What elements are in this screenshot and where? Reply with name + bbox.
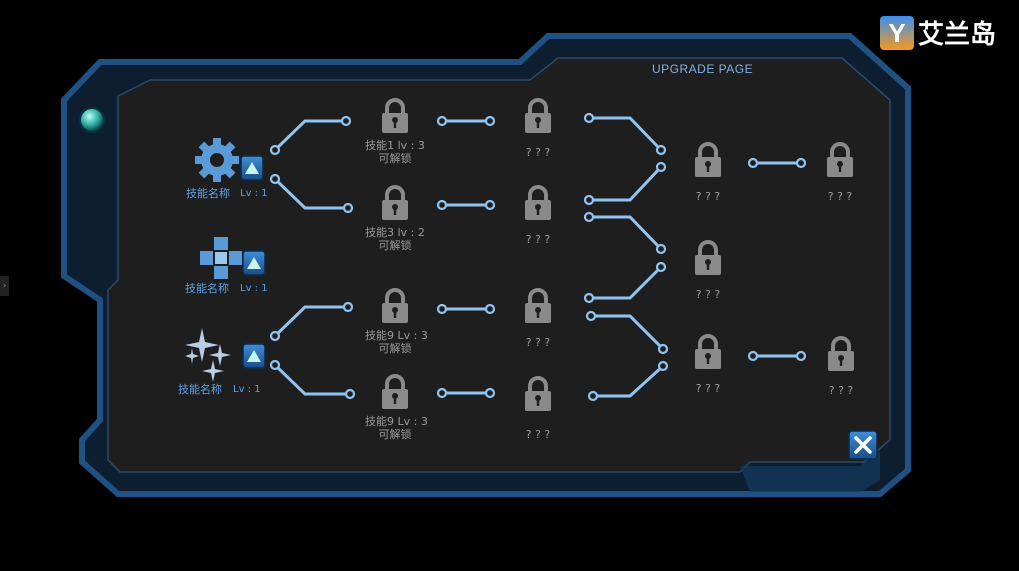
lock-icon[interactable] xyxy=(525,185,551,220)
lock-col2-3-label: ? ? ? xyxy=(525,336,551,349)
lock-icon[interactable] xyxy=(695,142,721,177)
lock-col1-2-status: 可解锁 xyxy=(378,239,412,252)
lock-col1-4-requirement: 技能9 Lv : 3 xyxy=(365,415,428,428)
lock-icon[interactable] xyxy=(382,185,408,220)
lock-col2-4-label: ? ? ? xyxy=(525,428,551,441)
skill-2-level: Lv : 1 xyxy=(240,283,268,294)
lock-col2-2-label: ? ? ? xyxy=(525,233,551,246)
lock-icon[interactable] xyxy=(382,98,408,133)
arrow-up-icon xyxy=(245,162,259,174)
lock-col1-1-requirement: 技能1 lv : 3 xyxy=(365,139,425,152)
page-title: UPGRADE PAGE xyxy=(652,62,754,76)
watermark-logo-icon: Y xyxy=(880,16,914,50)
lock-icon[interactable] xyxy=(382,374,408,409)
lock-col3-3-label: ? ? ? xyxy=(695,382,721,395)
lock-icon[interactable] xyxy=(828,336,854,371)
skill-3-name: 技能名称 xyxy=(178,383,222,396)
lock-col1-4-status: 可解锁 xyxy=(378,428,412,441)
lock-col1-2-requirement: 技能3 lv : 2 xyxy=(365,226,425,239)
skill-tree-connectors xyxy=(273,116,803,398)
lock-icon[interactable] xyxy=(695,240,721,275)
skill-1-name: 技能名称 xyxy=(186,187,230,200)
lock-icon[interactable] xyxy=(525,288,551,323)
sparkle-icon[interactable] xyxy=(185,328,231,382)
skill-2-name: 技能名称 xyxy=(185,282,229,295)
skill-3-level: Lv : 1 xyxy=(233,384,261,395)
lock-icon[interactable] xyxy=(827,142,853,177)
lock-col1-3-status: 可解锁 xyxy=(378,342,412,355)
lock-col2-1-label: ? ? ? xyxy=(525,146,551,159)
arrow-up-icon xyxy=(247,350,261,362)
side-expand-tab[interactable]: › xyxy=(0,276,9,296)
watermark-text: 艾兰岛 xyxy=(918,20,997,50)
gear-icon[interactable] xyxy=(195,138,239,182)
close-icon xyxy=(854,436,872,454)
lock-icon[interactable] xyxy=(695,334,721,369)
lock-col1-1-status: 可解锁 xyxy=(378,152,412,165)
lock-col4-2-label: ? ? ? xyxy=(828,384,854,397)
lock-icon[interactable] xyxy=(382,288,408,323)
cross-icon[interactable] xyxy=(200,237,242,279)
lock-col4-1-label: ? ? ? xyxy=(827,190,853,203)
arrow-up-icon xyxy=(247,257,261,269)
lock-col3-1-label: ? ? ? xyxy=(695,190,721,203)
lock-icon[interactable] xyxy=(525,376,551,411)
close-button[interactable] xyxy=(848,430,878,460)
upgrade-button-1[interactable] xyxy=(240,155,264,181)
lock-col1-3-requirement: 技能9 Lv : 3 xyxy=(365,329,428,342)
upgrade-button-2[interactable] xyxy=(242,250,266,276)
upgrade-button-3[interactable] xyxy=(242,343,266,369)
lock-col3-2-label: ? ? ? xyxy=(695,288,721,301)
status-orb xyxy=(79,107,105,133)
lock-icon[interactable] xyxy=(525,98,551,133)
inner-panel xyxy=(107,57,891,473)
connector-nodes xyxy=(269,112,807,402)
skill-1-level: Lv : 1 xyxy=(240,188,268,199)
